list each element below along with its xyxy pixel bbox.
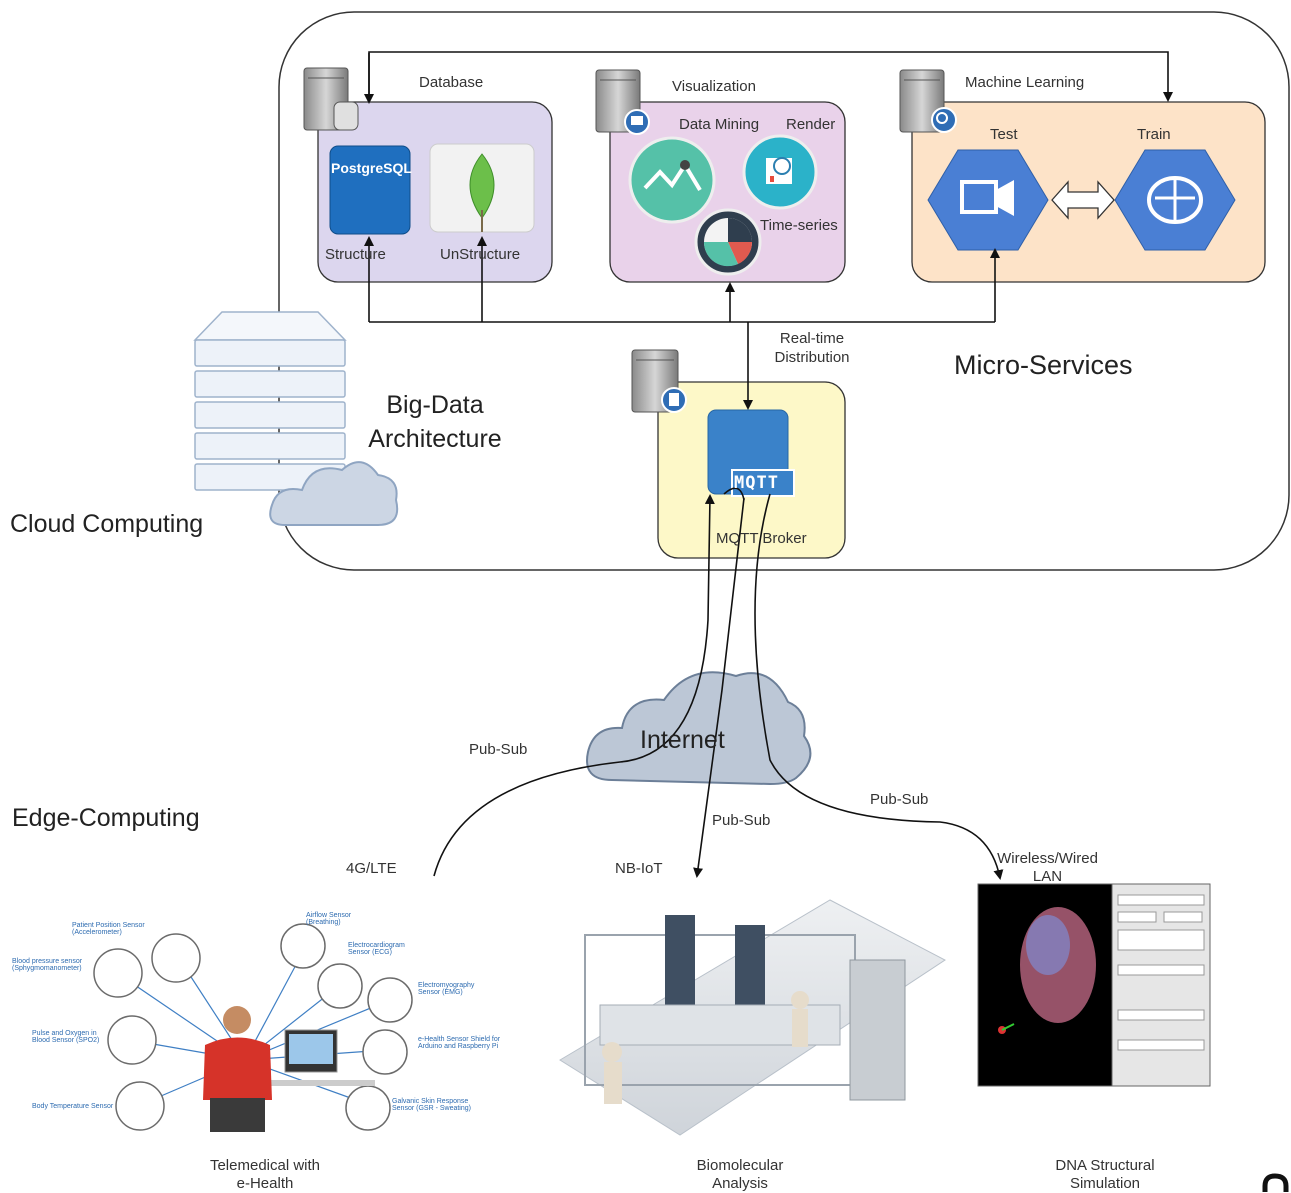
bidirectional-arrow-icon <box>1051 180 1115 220</box>
test-video-intelligence-icon <box>927 149 1049 251</box>
sensor-label-shield: e-Health Sensor Shield for Arduino and R… <box>418 1036 501 1050</box>
real-time-distribution-label: Real-time Distribution <box>774 330 850 366</box>
telemedical-caption: Telemedical with e-Health <box>209 1157 321 1192</box>
postgresql-logo <box>329 145 411 235</box>
micro-services-label: Micro-Services <box>954 350 1133 380</box>
train-label: Train <box>1137 126 1171 143</box>
big-data-architecture-label: Big-Data Architecture <box>368 391 502 453</box>
test-label: Test <box>990 126 1018 143</box>
sensor-label-ecg: Electrocardiogram Sensor (ECG) <box>348 942 405 956</box>
internet-label: Internet <box>640 726 725 754</box>
database-title: Database <box>419 74 484 91</box>
visualization-title: Visualization <box>672 78 756 95</box>
render-label: Render <box>786 116 836 133</box>
data-mining-icon <box>628 136 716 224</box>
visualization-server-icon <box>595 69 650 135</box>
sensor-label-position: Patient Position Sensor (Accelerometer) <box>72 922 145 936</box>
pubsub-right-label: Pub-Sub <box>870 791 929 808</box>
broker-server-icon <box>631 349 687 413</box>
biomolecular-caption: Biomolecular Analysis <box>696 1157 784 1192</box>
dna-simulation-screenshot <box>977 883 1211 1087</box>
database-server-icon <box>303 67 359 131</box>
mqtt-logo-text: MQTT <box>734 473 779 493</box>
pubsub-left-label: Pub-Sub <box>469 741 528 758</box>
sensor-label-gsr: Galvanic Skin Response Sensor (GSR - Swe… <box>392 1098 471 1112</box>
pubsub-links <box>433 487 1004 880</box>
edge-computing-label: Edge-Computing <box>12 804 200 832</box>
page-number-9 <box>1262 1173 1289 1192</box>
4g-lte-label: 4G/LTE <box>346 860 397 877</box>
postgresql-label: PostgreSQL <box>331 160 412 176</box>
mqtt-broker-label: MQTT Broker <box>716 530 807 547</box>
sensor-label-spo2: Pulse and Oxygen in Blood Sensor (SPO2) <box>32 1030 100 1044</box>
time-series-label: Time-series <box>760 217 838 234</box>
big-data-cloud-icon <box>269 461 399 526</box>
sensor-label-emg: Electromyography Sensor (EMG) <box>418 982 475 996</box>
biomolecular-lab-illustration <box>559 899 946 1136</box>
structure-label: Structure <box>325 246 386 263</box>
sensor-label-airflow: Airflow Sensor (Breathing) <box>306 912 352 926</box>
ml-server-icon <box>899 69 957 133</box>
cloud-computing-frame <box>278 11 1290 571</box>
sensor-label-blood-pressure: Blood pressure sensor (Sphygmomanometer) <box>12 958 83 972</box>
cloud-computing-label: Cloud Computing <box>10 510 204 538</box>
data-mining-label: Data Mining <box>679 116 760 133</box>
dna-caption: DNA Structural Simulation <box>1055 1157 1155 1192</box>
big-data-stack-icon <box>193 311 347 491</box>
sensor-label-temperature: Body Temperature Sensor <box>32 1103 114 1110</box>
page-number: 9 <box>1262 1180 1263 1181</box>
service-connectors <box>364 51 1173 410</box>
machine-learning-title: Machine Learning <box>965 74 1085 91</box>
pubsub-mid-label: Pub-Sub <box>712 812 771 829</box>
nb-iot-label: NB-IoT <box>615 860 663 877</box>
wireless-lan-label: Wireless/Wired LAN <box>997 850 1098 885</box>
unstructure-label: UnStructure <box>440 246 521 263</box>
telemedical-illustration <box>93 923 413 1132</box>
